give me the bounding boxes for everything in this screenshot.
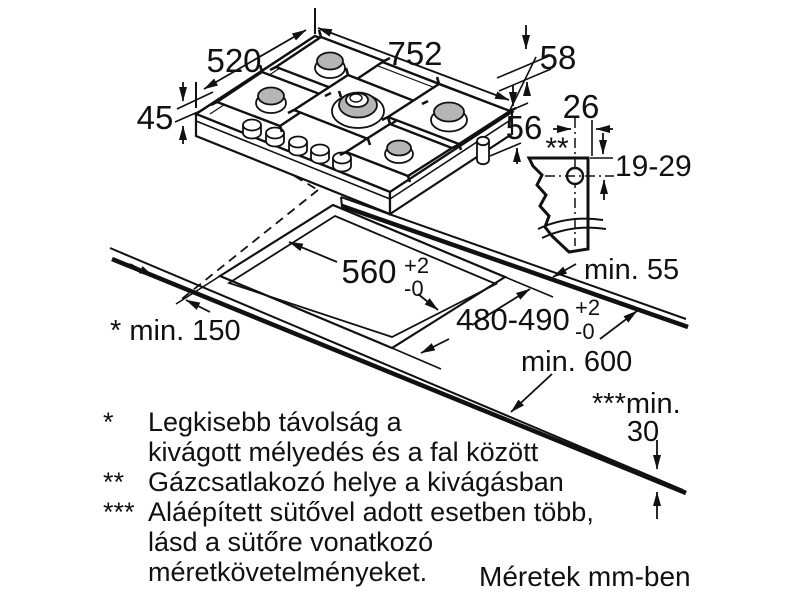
footnote-row: *** Aláépített sütővel adott esetben töb… bbox=[103, 497, 663, 587]
hob bbox=[193, 29, 517, 217]
dim-480-490-tol-plus: +2 bbox=[575, 295, 600, 320]
footnote-marker: *** bbox=[103, 497, 135, 527]
min-150-label: * min. 150 bbox=[110, 315, 241, 347]
dim-45-label: 45 bbox=[137, 99, 174, 136]
min-55-label: min. 55 bbox=[584, 254, 679, 286]
dimension-labels: 520 752 45 58 56 26 19-29 ** 560 +2 -0 4… bbox=[110, 35, 692, 448]
control-knobs bbox=[242, 118, 352, 173]
footnote-marker: * bbox=[103, 407, 114, 437]
dimension-arrows bbox=[129, 241, 661, 519]
dim-480-490-label: 480-490 bbox=[456, 302, 570, 337]
burner-caps bbox=[255, 51, 468, 164]
footnote-row: * Legkisebb távolság a kivágott mélyedés… bbox=[103, 407, 663, 467]
min-30-label: ***min. bbox=[592, 388, 681, 420]
footnote-line: Gázcsatlakozó helye a kivágásban bbox=[148, 467, 564, 497]
worktop-edges bbox=[109, 196, 689, 496]
dim-26-label: 26 bbox=[563, 88, 600, 125]
dim-752-label: 752 bbox=[387, 35, 442, 72]
gas-connection-section bbox=[526, 118, 614, 254]
pan-support-prongs bbox=[210, 29, 517, 183]
footnote-line: méretkövetelményeket. bbox=[148, 557, 428, 587]
footnote-line: Legkisebb távolság a bbox=[148, 407, 402, 437]
dim-480-490-tol-minus: -0 bbox=[575, 319, 595, 344]
min-30-value: 30 bbox=[627, 416, 659, 448]
dim-560-label: 560 bbox=[341, 253, 396, 290]
footnote-marker: ** bbox=[103, 467, 125, 497]
gas-position-marker: ** bbox=[545, 132, 569, 165]
units-note: Méretek mm-ben bbox=[479, 561, 691, 592]
footnote-line: Aláépített sütővel adott esetben több, bbox=[148, 497, 594, 527]
dim-560-tol-minus: -0 bbox=[404, 276, 424, 301]
dim-56-label: 56 bbox=[506, 109, 543, 146]
dim-560-tol-plus: +2 bbox=[404, 253, 429, 278]
min-600-label: min. 600 bbox=[521, 346, 632, 378]
footnote-line: kivágott mélyedés és a fal között bbox=[148, 437, 539, 467]
dim-520-label: 520 bbox=[206, 42, 261, 79]
gas-pipe bbox=[476, 135, 490, 166]
footnote-line: lásd a sütőre vonatkozó bbox=[148, 527, 434, 557]
footnote-row: ** Gázcsatlakozó helye a kivágásban bbox=[103, 467, 663, 497]
footnotes: * Legkisebb távolság a kivágott mélyedés… bbox=[103, 407, 663, 587]
dim-19-29-label: 19-29 bbox=[615, 150, 692, 183]
dim-58-label: 58 bbox=[540, 39, 577, 76]
worktop-cutout bbox=[175, 203, 554, 370]
